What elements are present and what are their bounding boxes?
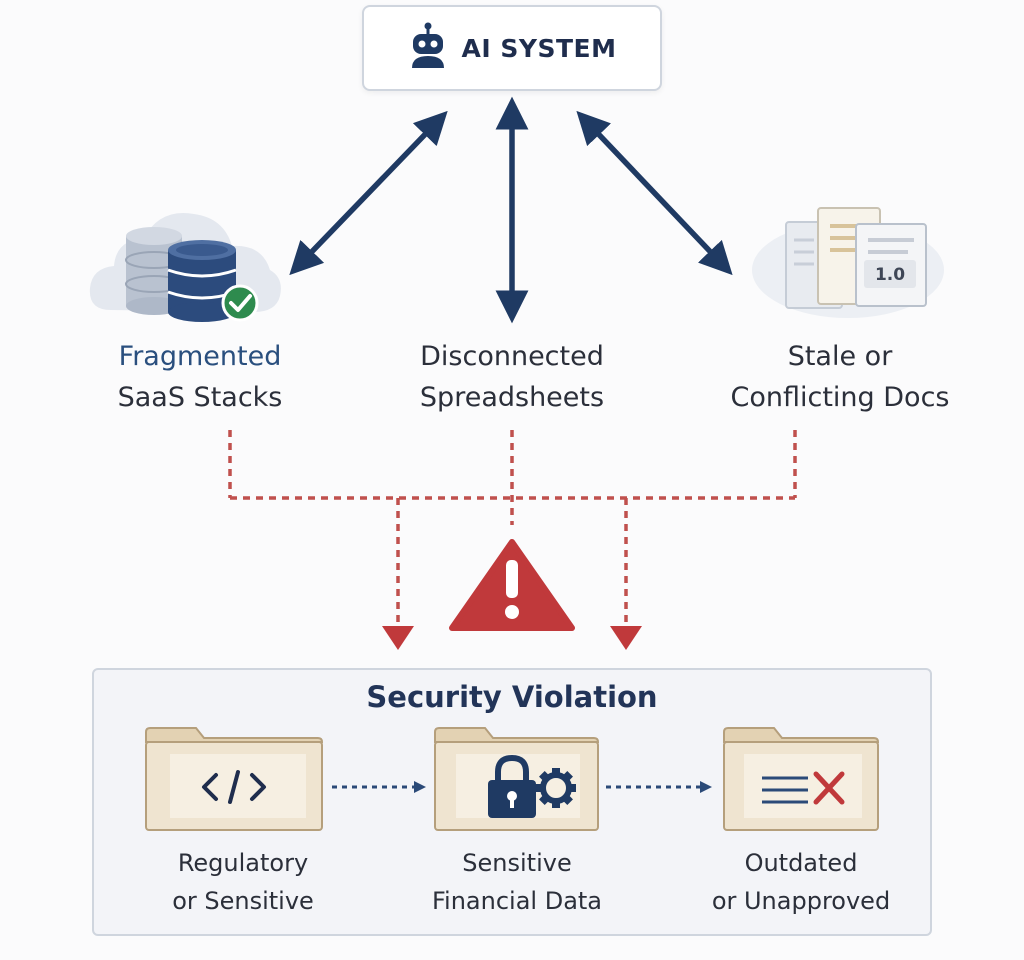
red-arrowhead-left [382, 626, 414, 650]
source-docs-line1: Stale or [787, 341, 893, 372]
arrow-ai-to-docs [576, 110, 733, 276]
caption-outdated-line1: Outdated [744, 849, 858, 877]
caption-financial-line2: Financial Data [431, 887, 603, 915]
red-arrowhead-right [610, 626, 642, 650]
caption-financial: Sensitive Financial Data [392, 844, 642, 920]
lock-gear-icon [488, 754, 576, 818]
robot-icon [408, 22, 448, 74]
caption-regulatory: Regulatory or Sensitive [128, 844, 358, 920]
caption-regulatory-line1: Regulatory [177, 849, 309, 877]
caption-outdated-line2: or Unapproved [711, 887, 891, 915]
source-saas-line2: SaaS Stacks [117, 382, 283, 413]
warning-triangle-icon [449, 539, 575, 631]
folder-code [145, 727, 324, 831]
source-spreadsheets-label: Disconnected Spreadsheets [372, 336, 652, 418]
code-icon [202, 770, 266, 804]
security-violation-title: Security Violation [366, 680, 658, 714]
database-cloud-icon [89, 213, 281, 322]
ai-system-title: AI SYSTEM [461, 33, 617, 63]
ai-system-box: AI SYSTEM [362, 5, 662, 91]
caption-outdated: Outdated or Unapproved [686, 844, 916, 920]
source-saas-label: Fragmented SaaS Stacks [60, 336, 340, 418]
svg-text:1.0: 1.0 [875, 265, 905, 285]
caption-financial-line1: Sensitive [462, 849, 572, 877]
source-docs-label: Stale or Conflicting Docs [690, 336, 990, 418]
rejected-list-icon [762, 771, 845, 805]
document-stack-icon: 1.0 [752, 207, 944, 318]
folder-rejected [723, 727, 880, 831]
arrow-ai-to-saas [289, 110, 448, 276]
source-docs-line2: Conflicting Docs [730, 382, 950, 413]
source-spreadsheets-line1: Disconnected [420, 341, 604, 372]
caption-regulatory-line2: or Sensitive [172, 887, 314, 915]
source-saas-line1: Fragmented [118, 341, 282, 372]
source-spreadsheets-line2: Spreadsheets [419, 382, 605, 413]
